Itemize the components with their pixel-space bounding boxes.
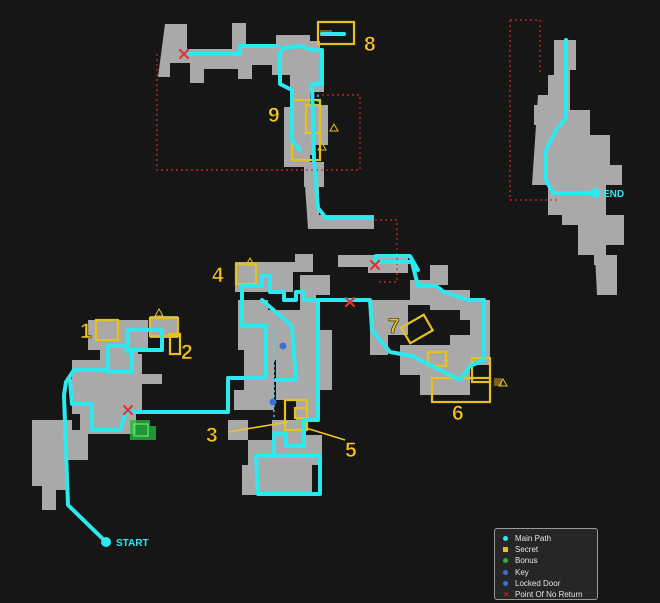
number-callouts: 1 2 3 4 5 6 7 8 9 [80,33,464,463]
marker-number-7: 7 [388,315,400,338]
legend-item-point-of-no-return: ✕ Point Of No Return [503,589,597,600]
ponr-x-icon-mid [369,259,381,271]
level-geometry [32,23,624,510]
secret-7 [399,313,435,345]
room-hub-center [268,310,332,420]
legend-label: Secret [515,545,539,555]
marker-number-5: 5 [345,439,357,462]
room-left-top-small [150,316,178,338]
legend-item-key: Key [503,567,597,578]
marker-number-6: 6 [452,402,464,425]
marker-number-9: 9 [268,104,280,127]
start-point-icon [101,537,111,547]
locked-door-icon [269,398,277,406]
legend-label: Main Path [515,534,552,544]
bonus-area [130,420,156,440]
room-end-bottom [595,255,617,295]
ponr-x-icon-left [122,404,134,416]
marker-number-1: 1 [80,320,92,343]
marker-number-8: 8 [364,33,376,56]
hazard-icons [154,122,508,387]
start-label: START [116,538,149,549]
ponr-boundaries [156,19,560,283]
end-point-icon [590,188,600,198]
marker-number-2: 2 [181,341,193,364]
main-path-icon [503,536,508,542]
legend-item-secret: Secret [503,544,597,555]
marker-number-4: 4 [212,264,224,287]
legend-label: Key [515,567,529,577]
legend-label: Bonus [515,556,538,566]
secret-8 [316,20,356,46]
end-label: END [603,189,624,200]
legend-item-main-path: Main Path [503,533,597,544]
secret-icon [503,547,508,553]
locked-door-icon [503,580,508,586]
ponr-x-icon-right [344,296,356,308]
marker-number-3: 3 [206,424,218,447]
point-of-no-return-marks [122,48,381,416]
bonus-icon [503,558,508,564]
key-icon [503,569,508,575]
key-icon [279,342,287,350]
main-path-line [62,32,597,544]
room-left-lower [32,420,88,510]
legend-label: Locked Door [515,578,561,588]
secret-1 [94,318,120,342]
ponr-x-icon: ✕ [503,589,510,599]
legend-label: Point Of No Return [515,590,583,600]
legend-item-bonus: Bonus [503,555,597,566]
ponr-x-icon-top [178,48,190,60]
room-end-lower [532,95,624,265]
legend: Main Path Secret Bonus Key Locked Door ✕… [494,528,598,600]
legend-item-locked-door: Locked Door [503,578,597,589]
